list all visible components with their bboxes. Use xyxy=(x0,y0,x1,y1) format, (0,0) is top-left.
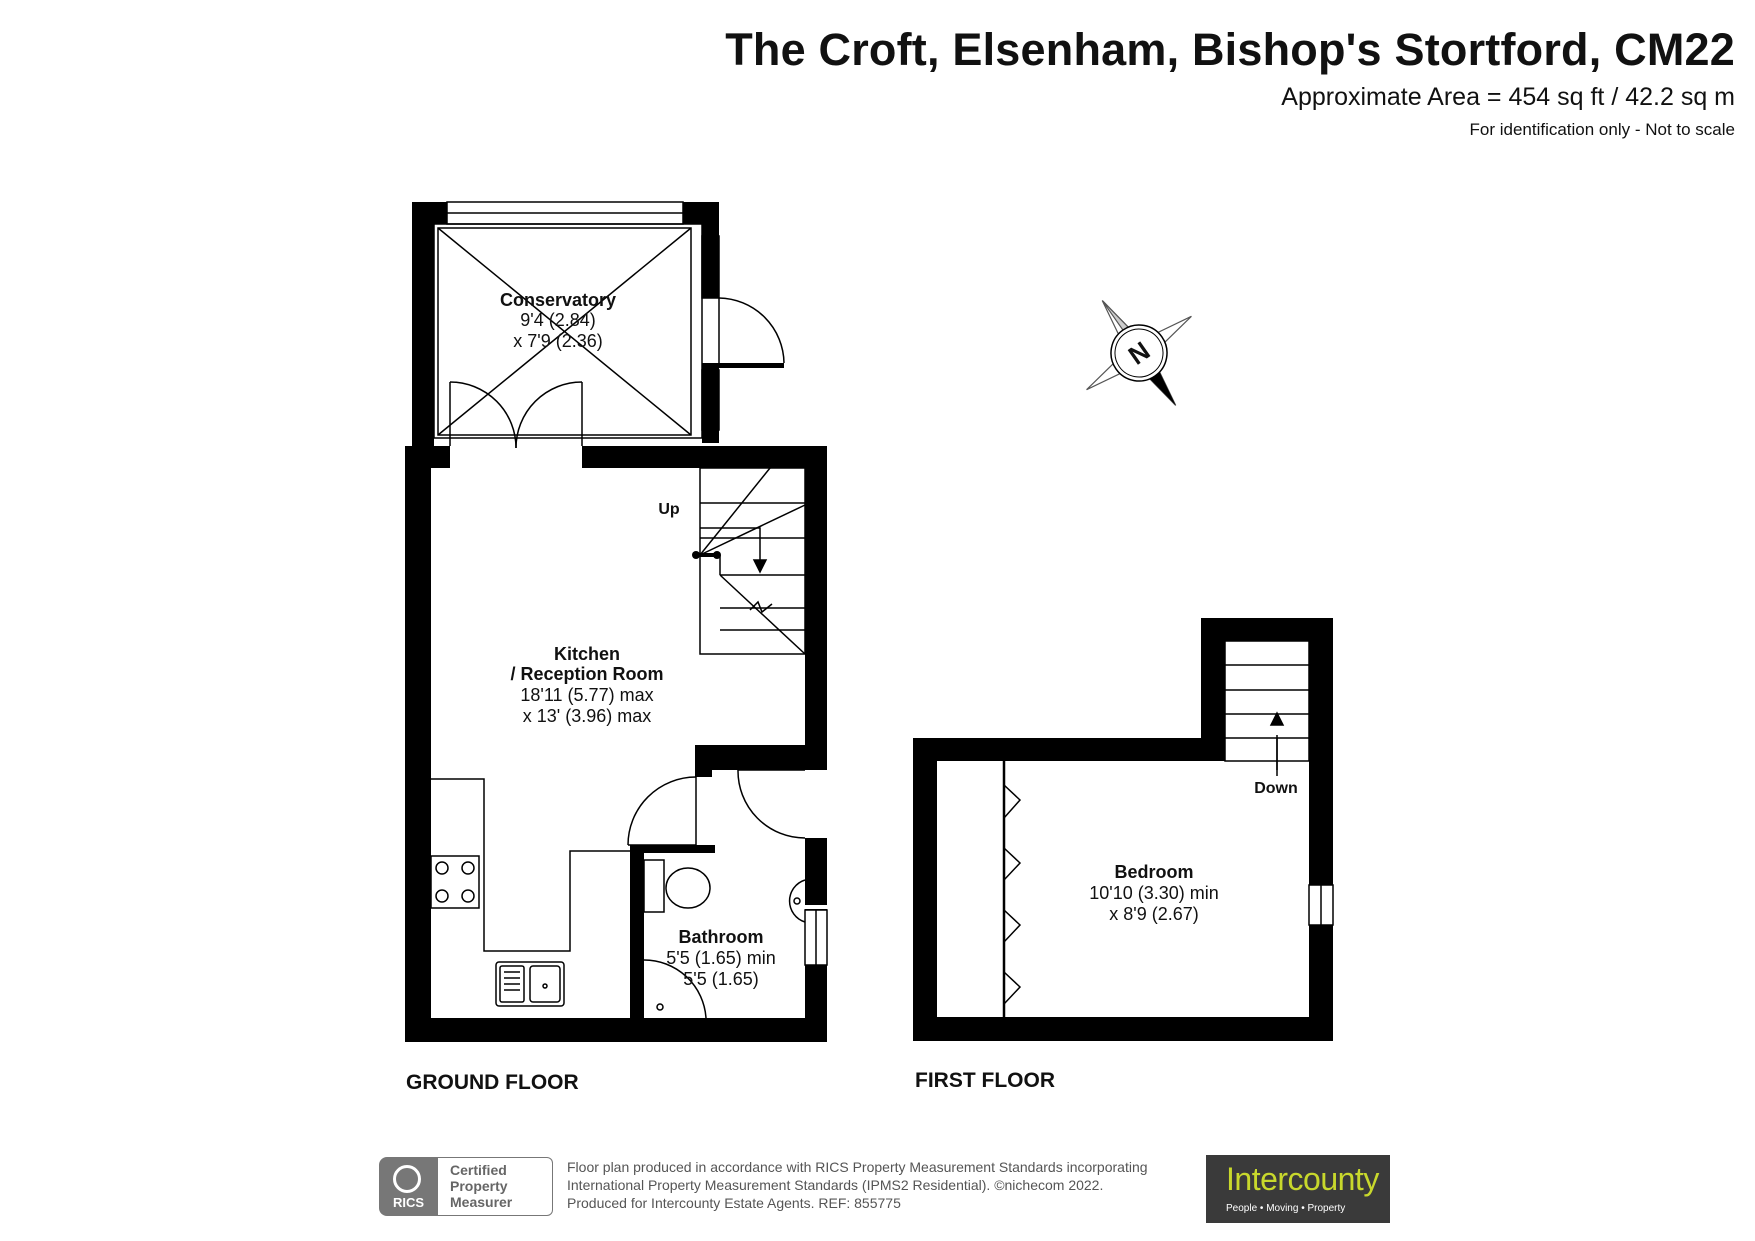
rics-certified-card: Certified Property Measurer xyxy=(438,1157,553,1216)
kitchen-dim2: x 13' (3.96) max xyxy=(523,706,652,726)
ground-floor-plan xyxy=(405,201,828,1042)
conservatory-name: Conservatory xyxy=(500,290,616,310)
stairs-down-label: Down xyxy=(1254,780,1298,797)
footer-line1: Floor plan produced in accordance with R… xyxy=(567,1159,1148,1175)
bathroom-dim1: 5'5 (1.65) min xyxy=(666,948,776,968)
intercounty-name: Intercounty xyxy=(1226,1161,1379,1197)
approximate-area: Approximate Area = 454 sq ft / 42.2 sq m xyxy=(1281,83,1735,111)
stair-bannister xyxy=(692,551,721,559)
kitchen-dim1: 18'11 (5.77) max xyxy=(520,685,653,705)
stairs-up-label: Up xyxy=(658,501,680,518)
conservatory-dim2: x 7'9 (2.36) xyxy=(513,331,602,351)
bathroom-fittings xyxy=(643,859,806,1019)
french-doors xyxy=(449,381,583,449)
wardrobe-doors xyxy=(1002,761,1022,1017)
bedroom-name: Bedroom xyxy=(1114,862,1193,882)
footer-line3: Produced for Intercounty Estate Agents. … xyxy=(567,1195,901,1211)
bathroom-window xyxy=(804,909,828,966)
intercounty-tagline: People • Moving • Property xyxy=(1226,1203,1346,1214)
rics-logo: RICS xyxy=(379,1157,438,1216)
footer-line2: International Property Measurement Stand… xyxy=(567,1177,1104,1193)
bedroom-dim2: x 8'9 (2.67) xyxy=(1109,904,1198,924)
rics-card-line2: Property xyxy=(450,1178,508,1194)
compass-rose xyxy=(1086,300,1192,406)
rics-card-line3: Measurer xyxy=(450,1194,513,1210)
kitchen-units xyxy=(430,778,630,1007)
bedroom-window xyxy=(1308,884,1334,926)
rics-certified-badge: RICS Certified Property Measurer xyxy=(379,1157,554,1217)
conservatory-dim1: 9'4 (2.84) xyxy=(520,310,595,330)
intercounty-logo: Intercounty People • Moving • Property xyxy=(1206,1155,1390,1223)
kitchen-name: Kitchen xyxy=(554,644,620,664)
kitchen-walls xyxy=(405,446,827,1042)
internal-doors xyxy=(627,769,806,846)
conservatory-external-door xyxy=(718,297,785,364)
property-address-title: The Croft, Elsenham, Bishop's Stortford,… xyxy=(725,24,1735,75)
first-floor-plan xyxy=(913,618,1334,1041)
ground-floor-staircase xyxy=(699,467,806,655)
footer-disclaimer: Floor plan produced in accordance with R… xyxy=(567,1158,1148,1212)
ground-floor-label: GROUND FLOOR xyxy=(406,1071,579,1094)
kitchen-name-line2: / Reception Room xyxy=(510,664,663,684)
first-floor-label: FIRST FLOOR xyxy=(915,1069,1055,1092)
bedroom-dim1: 10'10 (3.30) min xyxy=(1089,883,1219,903)
first-floor-staircase xyxy=(1224,640,1310,776)
rics-card-line1: Certified xyxy=(450,1162,507,1178)
bedroom-walls xyxy=(913,618,1333,1041)
rics-logo-text: RICS xyxy=(392,1195,425,1210)
conservatory-glazing xyxy=(433,201,720,439)
rics-emblem-icon xyxy=(393,1165,421,1193)
scale-disclaimer: For identification only - Not to scale xyxy=(1469,120,1735,139)
bathroom-dim2: 5'5 (1.65) xyxy=(683,969,758,989)
bathroom-name: Bathroom xyxy=(679,927,764,947)
